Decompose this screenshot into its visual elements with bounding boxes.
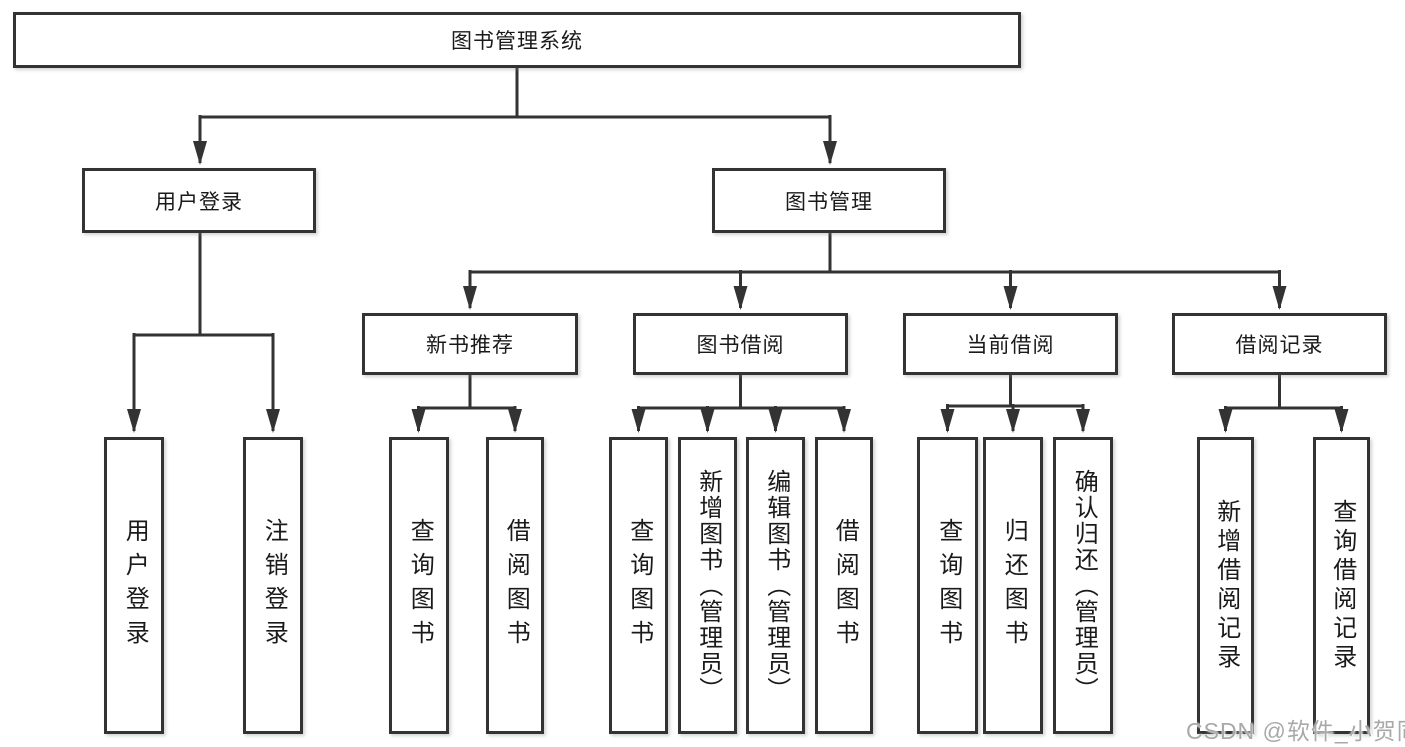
node-root: 图书管理系统 — [13, 12, 1021, 68]
node-root-label: 图书管理系统 — [451, 30, 583, 53]
leaf-user-login: 用户登录 — [104, 437, 164, 734]
leaf-borrow-book-2-label: 借阅图书 — [831, 517, 859, 654]
leaf-logout: 注销登录 — [243, 437, 303, 734]
leaf-borrow-book-1-label: 借阅图书 — [502, 517, 530, 654]
leaf-query-books-3: 查询图书 — [917, 437, 978, 734]
leaf-logout-label: 注销登录 — [260, 517, 288, 654]
leaf-add-borrow-record-label: 新增借阅记录 — [1212, 498, 1240, 673]
leaf-edit-book-admin: 编辑图书（管理员） — [746, 437, 805, 734]
node-book-management-label: 图书管理 — [785, 190, 873, 214]
leaf-add-book-admin: 新增图书（管理员） — [678, 437, 737, 734]
watermark: CSDN @软件_小贺同学 — [1186, 718, 1405, 744]
leaf-query-books-2: 查询图书 — [609, 437, 668, 734]
node-new-book-recommend: 新书推荐 — [362, 313, 578, 375]
leaf-user-login-label: 用户登录 — [121, 517, 149, 654]
node-book-management: 图书管理 — [712, 168, 946, 233]
node-borrow-records-label: 借阅记录 — [1235, 334, 1324, 357]
leaf-add-book-admin-label: 新增图书（管理员） — [694, 468, 722, 703]
leaf-return-book: 归还图书 — [983, 437, 1043, 734]
node-user-login-label: 用户登录 — [155, 190, 243, 214]
leaf-query-books-3-label: 查询图书 — [934, 517, 962, 654]
node-current-borrow-label: 当前借阅 — [966, 334, 1055, 357]
leaf-query-books-1-label: 查询图书 — [406, 517, 434, 654]
node-book-borrow: 图书借阅 — [633, 313, 848, 375]
leaf-confirm-return-admin: 确认归还（管理员） — [1053, 437, 1113, 734]
leaf-query-borrow-record: 查询借阅记录 — [1313, 437, 1370, 734]
leaf-edit-book-admin-label: 编辑图书（管理员） — [762, 468, 790, 703]
leaf-return-book-label: 归还图书 — [1000, 517, 1028, 654]
node-book-borrow-label: 图书借阅 — [696, 334, 785, 357]
leaf-query-books-1: 查询图书 — [389, 437, 449, 734]
leaf-query-books-2-label: 查询图书 — [625, 517, 653, 654]
node-borrow-records: 借阅记录 — [1172, 313, 1387, 375]
leaf-add-borrow-record: 新增借阅记录 — [1197, 437, 1254, 734]
node-current-borrow: 当前借阅 — [903, 313, 1118, 375]
node-new-book-recommend-label: 新书推荐 — [426, 334, 514, 357]
leaf-borrow-book-1: 借阅图书 — [486, 437, 544, 734]
node-user-login: 用户登录 — [82, 168, 316, 233]
leaf-borrow-book-2: 借阅图书 — [815, 437, 873, 734]
leaf-query-borrow-record-label: 查询借阅记录 — [1328, 498, 1356, 673]
leaf-confirm-return-admin-label: 确认归还（管理员） — [1070, 468, 1098, 703]
